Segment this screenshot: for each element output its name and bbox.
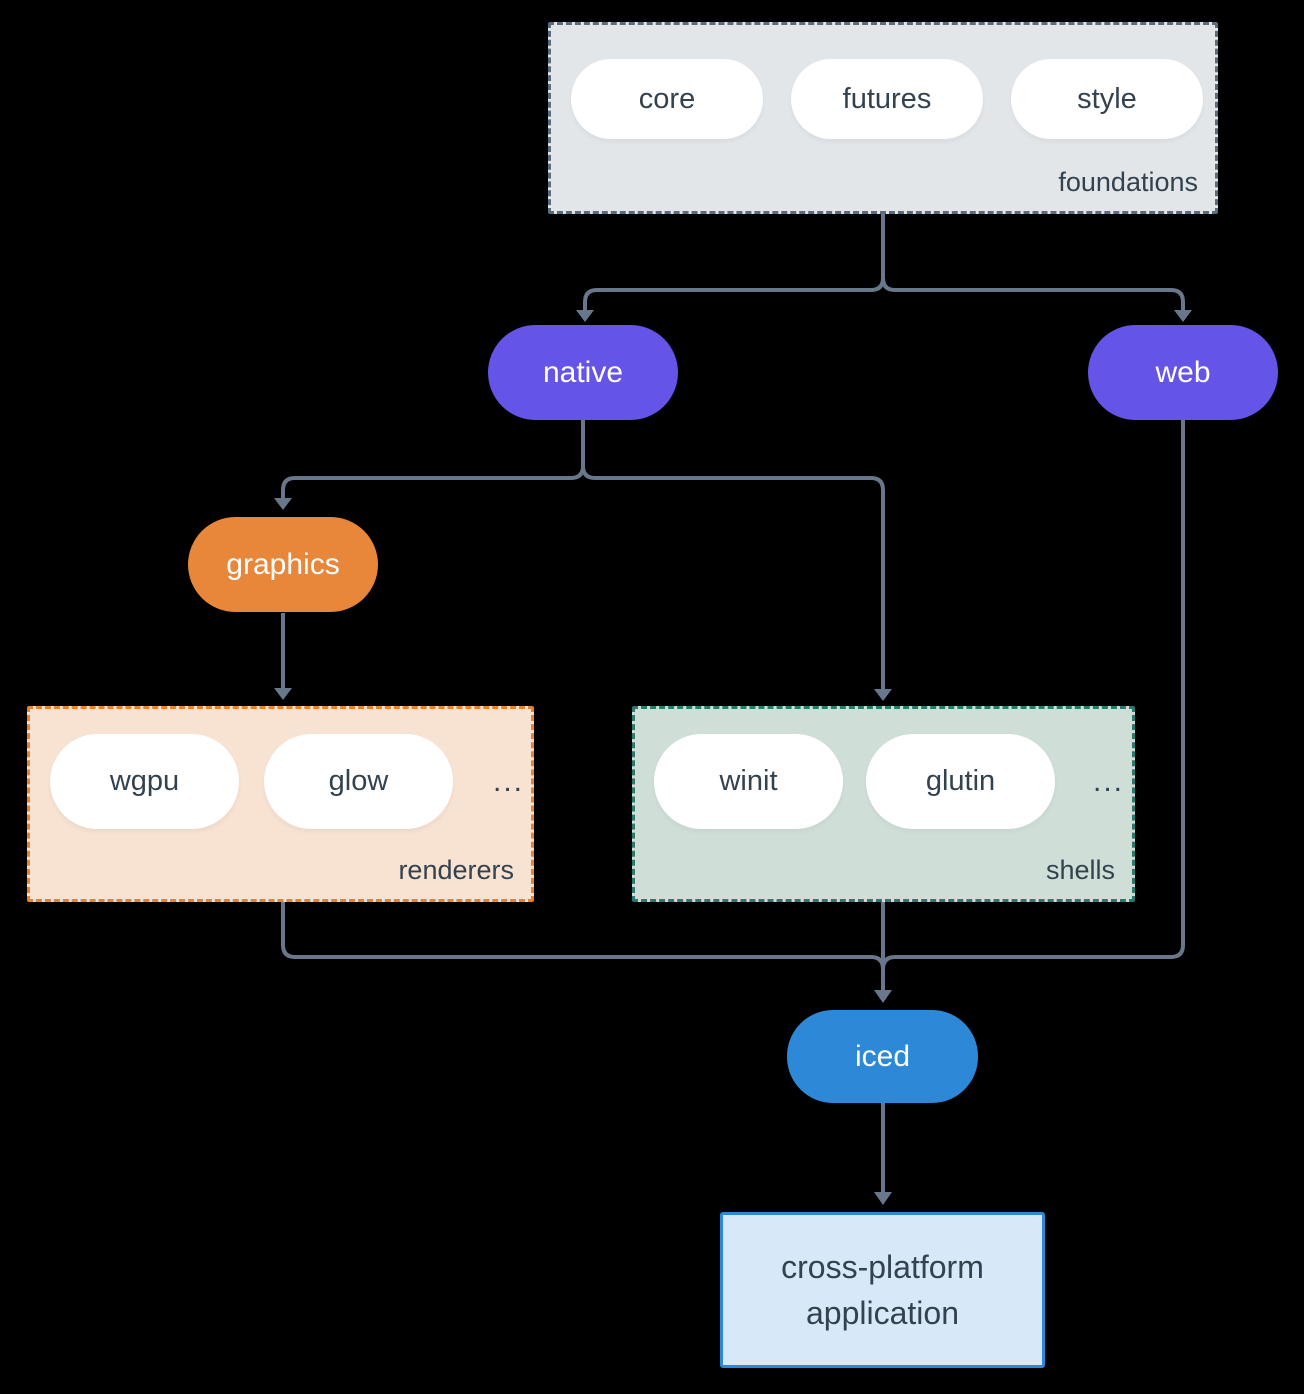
arrowhead-graphics	[274, 498, 292, 510]
shells-pill-row: winit glutin ...	[635, 709, 1132, 829]
arrowhead-renderers	[274, 688, 292, 700]
renderers-pill-row: wgpu glow ...	[30, 709, 531, 829]
renderers-ellipsis: ...	[493, 764, 525, 798]
edge-web-iced	[881, 420, 1185, 990]
node-glutin: glutin	[866, 734, 1055, 829]
edge-foundations-native	[583, 214, 885, 311]
application-label-line2: application	[806, 1295, 959, 1331]
group-foundations: core futures style foundations	[548, 22, 1218, 214]
arrowhead-native	[576, 310, 594, 322]
node-core: core	[571, 59, 763, 139]
node-iced: iced	[787, 1010, 978, 1103]
edge-foundations-web	[881, 214, 1185, 311]
arrowhead-shells	[874, 689, 892, 701]
node-native: native	[488, 325, 678, 420]
edge-renderers-iced	[281, 901, 885, 990]
edge-native-shells	[581, 420, 885, 690]
node-winit: winit	[654, 734, 843, 829]
node-cross-platform-application: cross-platform application	[720, 1212, 1045, 1368]
arrowhead-application	[874, 1192, 892, 1205]
foundations-label: foundations	[1058, 167, 1198, 197]
group-shells: winit glutin ... shells	[632, 706, 1135, 902]
node-graphics: graphics	[188, 517, 378, 612]
application-label-line1: cross-platform	[781, 1248, 984, 1285]
node-futures: futures	[791, 59, 983, 139]
foundations-pill-row: core futures style	[551, 25, 1215, 139]
shells-ellipsis: ...	[1093, 764, 1125, 798]
shells-label: shells	[1045, 855, 1115, 885]
node-web: web	[1088, 325, 1278, 420]
arrowhead-iced	[874, 990, 892, 1003]
node-glow: glow	[264, 734, 453, 829]
node-wgpu: wgpu	[50, 734, 239, 829]
edge-native-graphics	[281, 420, 585, 499]
group-renderers: wgpu glow ... renderers	[27, 706, 534, 902]
node-style: style	[1011, 59, 1203, 139]
arrowhead-web	[1174, 310, 1192, 322]
renderers-label: renderers	[398, 855, 514, 885]
